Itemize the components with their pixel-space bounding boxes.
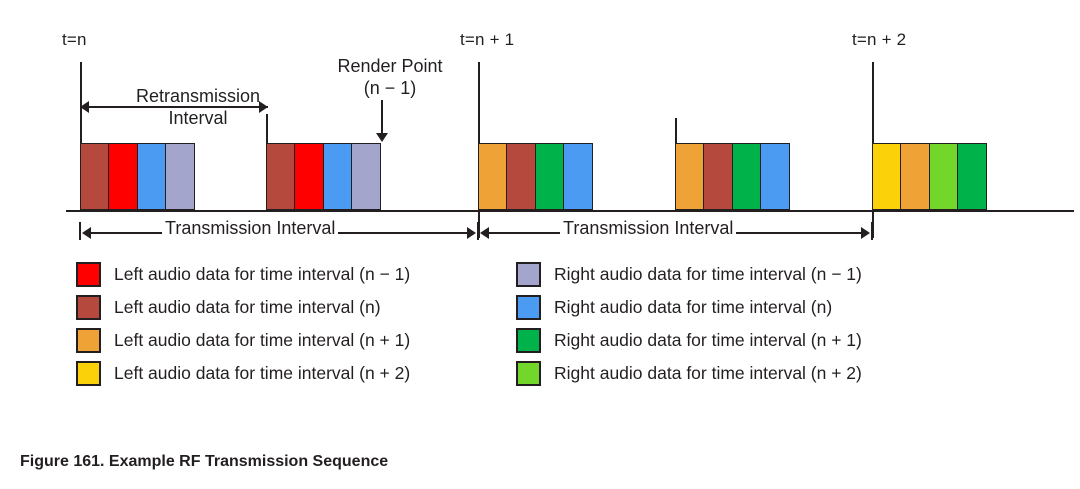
legend-item: Right audio data for time interval (n + … bbox=[516, 324, 862, 357]
render-point-arrow bbox=[376, 100, 388, 142]
pulse-block-right-n bbox=[760, 143, 791, 210]
pulse-burst-1 bbox=[80, 143, 196, 210]
pulse-block-left-n-plus-1 bbox=[478, 143, 508, 210]
pulse-block-right-n-plus-1 bbox=[957, 143, 988, 210]
pulse-block-right-n-plus-2 bbox=[928, 143, 959, 210]
legend-label: Right audio data for time interval (n) bbox=[554, 297, 833, 317]
legend-label: Left audio data for time interval (n + 1… bbox=[114, 330, 411, 350]
time-marker-label-t-n: t=n bbox=[62, 30, 87, 49]
pulse-burst-5 bbox=[872, 143, 988, 210]
pulse-block-left-n-plus-1 bbox=[675, 143, 705, 210]
retransmission-interval-label: Retransmission Interval bbox=[98, 85, 298, 129]
transmission-interval-1: Transmission Interval bbox=[79, 218, 479, 240]
pulse-block-left-n-plus-2 bbox=[872, 143, 902, 210]
legend-label: Right audio data for time interval (n + … bbox=[554, 363, 862, 383]
pulse-block-right-n bbox=[563, 143, 594, 210]
pulse-block-left-n bbox=[506, 143, 537, 210]
pulse-block-left-n bbox=[266, 143, 296, 210]
legend-swatch-left-n-plus-1 bbox=[76, 328, 101, 353]
pulse-burst-4 bbox=[675, 143, 791, 210]
retransmission-interval-label-line1: Retransmission bbox=[135, 86, 261, 106]
legend-label: Right audio data for time interval (n − … bbox=[554, 264, 862, 284]
legend-swatch-right-n bbox=[516, 295, 541, 320]
pulse-block-right-n-minus-1 bbox=[351, 143, 382, 210]
legend-item: Right audio data for time interval (n − … bbox=[516, 258, 862, 291]
legend-label: Left audio data for time interval (n) bbox=[114, 297, 381, 317]
figure-caption: Figure 161. Example RF Transmission Sequ… bbox=[20, 453, 389, 470]
legend-label: Right audio data for time interval (n + … bbox=[554, 330, 862, 350]
time-marker-label-t-n-plus-2: t=n + 2 bbox=[852, 30, 907, 49]
pulse-block-right-n-plus-1 bbox=[534, 143, 565, 210]
legend-item: Left audio data for time interval (n) bbox=[76, 291, 410, 324]
pulse-block-right-n-plus-1 bbox=[731, 143, 762, 210]
transmission-interval-2: Transmission Interval bbox=[477, 218, 873, 240]
render-point-label-line1: Render Point bbox=[337, 56, 443, 76]
transmission-interval-1-label: Transmission Interval bbox=[162, 218, 339, 239]
legend-column-left: Left audio data for time interval (n − 1… bbox=[76, 258, 410, 390]
legend-label: Left audio data for time interval (n − 1… bbox=[114, 264, 411, 284]
legend-swatch-left-n-plus-2 bbox=[76, 361, 101, 386]
render-point-label: Render Point (n − 1) bbox=[300, 55, 480, 99]
time-rule-t-n bbox=[80, 62, 82, 212]
legend-swatch-left-n-minus-1 bbox=[76, 262, 101, 287]
legend-swatch-right-n-plus-2 bbox=[516, 361, 541, 386]
pulse-block-left-n-plus-1 bbox=[900, 143, 931, 210]
time-marker-label-t-n-plus-1: t=n + 1 bbox=[460, 30, 515, 49]
transmission-interval-2-label: Transmission Interval bbox=[560, 218, 737, 239]
pulse-block-left-n bbox=[703, 143, 734, 210]
legend-swatch-left-n bbox=[76, 295, 101, 320]
pulse-block-right-n-minus-1 bbox=[165, 143, 196, 210]
retransmission-interval-label-line2: Interval bbox=[168, 108, 228, 128]
render-point-label-line2: (n − 1) bbox=[363, 78, 417, 98]
legend-swatch-right-n-plus-1 bbox=[516, 328, 541, 353]
pulse-burst-3 bbox=[478, 143, 594, 210]
pulse-burst-2 bbox=[266, 143, 382, 210]
retransmission-interval-arrow bbox=[80, 101, 268, 113]
legend-item: Right audio data for time interval (n + … bbox=[516, 357, 862, 390]
legend-item: Left audio data for time interval (n + 1… bbox=[76, 324, 410, 357]
legend-swatch-right-n-minus-1 bbox=[516, 262, 541, 287]
timeline-axis bbox=[66, 210, 1074, 212]
legend-item: Right audio data for time interval (n) bbox=[516, 291, 862, 324]
pulse-block-left-n bbox=[80, 143, 110, 210]
legend-column-right: Right audio data for time interval (n − … bbox=[516, 258, 862, 390]
legend-label: Left audio data for time interval (n + 2… bbox=[114, 363, 411, 383]
pulse-block-left-n-minus-1 bbox=[108, 143, 139, 210]
pulse-block-right-n bbox=[322, 143, 353, 210]
pulse-block-left-n-minus-1 bbox=[294, 143, 325, 210]
pulse-block-right-n bbox=[136, 143, 167, 210]
legend-item: Left audio data for time interval (n + 2… bbox=[76, 357, 410, 390]
legend-item: Left audio data for time interval (n − 1… bbox=[76, 258, 410, 291]
